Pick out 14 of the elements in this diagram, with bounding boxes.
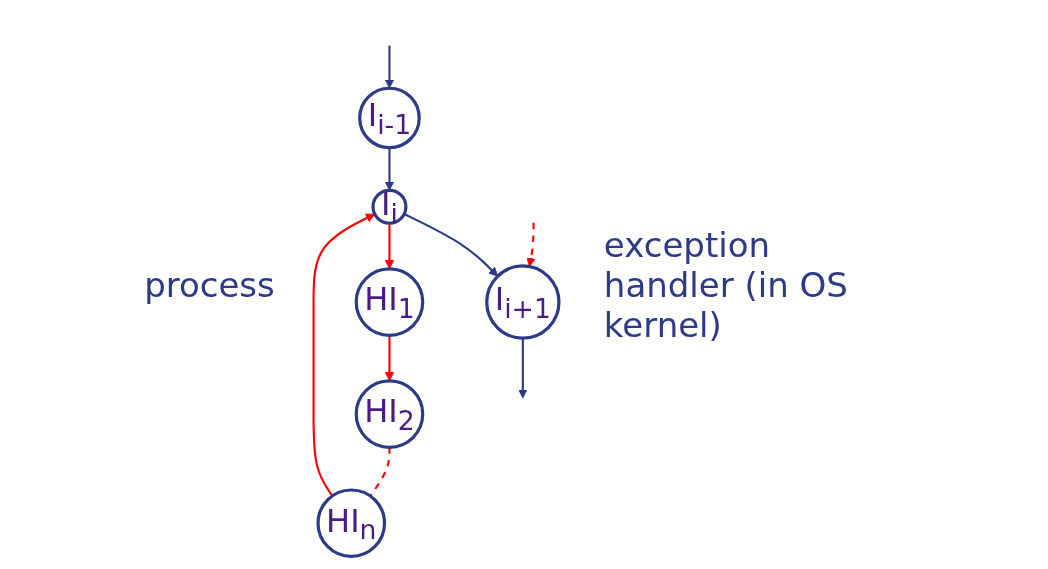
arrow [312,213,375,497]
side-label: process [144,264,275,305]
instruction-circle: HI$_{n}$ [316,487,386,558]
arrow [384,222,394,269]
arrow [517,337,528,398]
instruction-circle: I$_{i+1}$ [484,263,561,340]
arrow [384,334,394,381]
instruction-circle: HI$_{1}$ [354,266,425,337]
instruction-circle: I$_{i-1}$ [357,86,421,149]
arrow [384,147,394,191]
side-label: exception handler (in OS kernel) [603,224,849,345]
instruction-circle: HI$_{2}$ [354,378,425,449]
arrow [526,222,536,267]
arrow [403,212,498,277]
